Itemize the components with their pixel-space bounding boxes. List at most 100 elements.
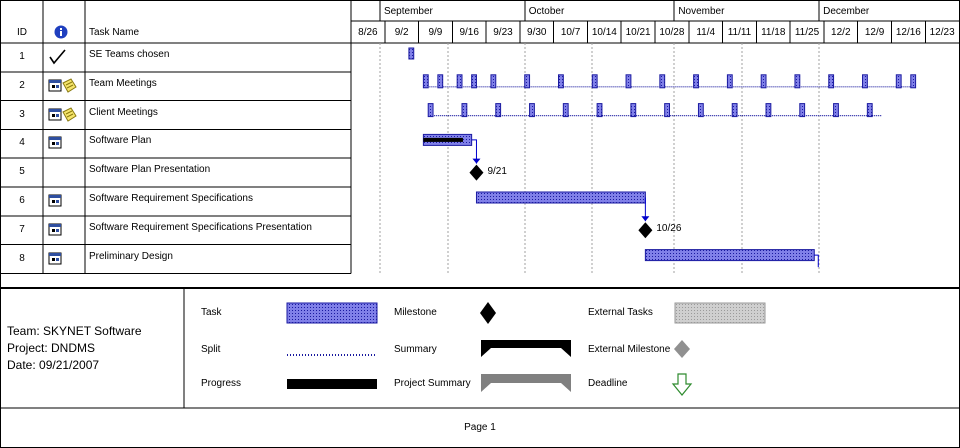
occurrence-bar bbox=[625, 74, 632, 89]
task-id: 7 bbox=[19, 223, 25, 235]
milestone-diamond bbox=[638, 222, 653, 239]
occurrence-bar bbox=[866, 103, 873, 118]
recurring-task-note-icon bbox=[48, 106, 78, 124]
calendar-icon bbox=[48, 250, 78, 268]
week-label: 11/4 bbox=[696, 27, 716, 38]
month-label: December bbox=[823, 6, 870, 17]
occurrence-bar bbox=[731, 103, 738, 118]
page-number: Page 1 bbox=[464, 422, 496, 433]
occurrence-bar bbox=[760, 74, 767, 89]
occurrence-bar bbox=[659, 74, 666, 89]
task-bar bbox=[408, 47, 415, 60]
task-name[interactable]: Software Plan Presentation bbox=[89, 164, 211, 176]
task-id: 4 bbox=[19, 137, 25, 149]
legend-deadline-label: Deadline bbox=[588, 378, 628, 389]
task-id: 8 bbox=[19, 252, 25, 264]
legend-milestone-swatch bbox=[480, 302, 496, 324]
occurrence-bar bbox=[461, 103, 468, 118]
week-label: 10/28 bbox=[659, 27, 685, 38]
legend-external-milestone-swatch bbox=[674, 340, 690, 358]
occurrence-bar bbox=[910, 74, 917, 89]
month-label: November bbox=[678, 6, 725, 17]
legend-external-tasks-label: External Tasks bbox=[588, 307, 653, 318]
week-label: 12/23 bbox=[929, 27, 955, 38]
task-bar bbox=[644, 249, 815, 262]
legend-task-label: Task bbox=[201, 307, 222, 318]
legend-deadline-swatch bbox=[671, 373, 693, 396]
week-label: 11/11 bbox=[727, 27, 752, 38]
team-label: Team: SKYNET Software bbox=[7, 324, 142, 338]
recurring-task-note-icon bbox=[48, 77, 78, 95]
id-column-header: ID bbox=[17, 27, 27, 38]
legend-task-swatch bbox=[286, 302, 378, 324]
progress-bar bbox=[423, 137, 463, 142]
week-label: 12/2 bbox=[831, 27, 851, 38]
task-name[interactable]: Preliminary Design bbox=[89, 250, 173, 262]
occurrence-bar bbox=[596, 103, 603, 118]
task-name[interactable]: Software Requirement Specifications Pres… bbox=[89, 221, 312, 233]
occurrence-bar bbox=[697, 103, 704, 118]
week-label: 9/23 bbox=[493, 27, 513, 38]
week-label: 11/18 bbox=[761, 27, 786, 38]
legend-project-summary-swatch bbox=[481, 374, 571, 392]
occurrence-bar bbox=[630, 103, 637, 118]
dependency-link bbox=[471, 139, 477, 164]
dependency-arrowhead bbox=[472, 158, 481, 164]
dependency-arrowhead bbox=[641, 216, 650, 222]
occurrence-bar bbox=[495, 103, 502, 118]
week-label: 9/16 bbox=[459, 27, 479, 38]
occurrence-bar bbox=[422, 74, 429, 89]
task-id: 6 bbox=[19, 195, 25, 206]
month-label: September bbox=[383, 6, 433, 17]
milestone-diamond bbox=[469, 164, 484, 181]
week-label: 10/7 bbox=[560, 27, 581, 38]
occurrence-bar bbox=[833, 103, 839, 118]
occurrence-bar bbox=[471, 74, 477, 89]
checkmark-icon bbox=[48, 48, 78, 66]
occurrence-bar bbox=[558, 74, 564, 89]
occurrence-bar bbox=[456, 74, 463, 89]
month-label: October bbox=[528, 6, 565, 17]
calendar-icon bbox=[48, 134, 78, 152]
milestone-date-label: 9/21 bbox=[487, 165, 507, 177]
legend-progress-label: Progress bbox=[201, 378, 242, 389]
date-label: Date: 09/21/2007 bbox=[7, 358, 100, 372]
week-label: 10/14 bbox=[591, 27, 617, 38]
task-id: 1 bbox=[19, 51, 25, 62]
legend-summary-swatch bbox=[481, 340, 571, 357]
week-label: 9/30 bbox=[527, 27, 547, 38]
occurrence-bar bbox=[895, 74, 902, 89]
calendar-icon bbox=[48, 192, 78, 210]
task-name[interactable]: SE Teams chosen bbox=[89, 49, 170, 60]
legend-external-milestone-label: External Milestone bbox=[588, 344, 671, 355]
occurrence-bar bbox=[529, 103, 535, 118]
occurrence-bar bbox=[726, 74, 733, 89]
task-name[interactable]: Software Requirement Specifications bbox=[89, 193, 253, 204]
occurrence-bar bbox=[437, 74, 444, 89]
info-icon bbox=[54, 25, 68, 39]
occurrence-bar bbox=[591, 74, 598, 89]
legend-external-tasks-swatch bbox=[674, 302, 766, 324]
occurrence-bar bbox=[799, 103, 806, 118]
milestone-date-label: 10/26 bbox=[656, 223, 682, 235]
legend-summary-label: Summary bbox=[394, 344, 437, 355]
legend-milestone-label: Milestone bbox=[394, 307, 437, 318]
week-label: 8/26 bbox=[358, 27, 378, 38]
occurrence-bar bbox=[427, 103, 434, 118]
task-id: 3 bbox=[19, 108, 25, 120]
dependency-link bbox=[814, 254, 819, 268]
task-name[interactable]: Software Plan bbox=[89, 135, 152, 147]
week-label: 9/2 bbox=[394, 27, 409, 38]
task-name[interactable]: Client Meetings bbox=[89, 106, 158, 118]
occurrence-bar bbox=[693, 74, 699, 89]
occurrence-bar bbox=[765, 103, 772, 118]
task-name[interactable]: Team Meetings bbox=[89, 77, 157, 89]
task-name-column-header: Task Name bbox=[89, 27, 140, 38]
occurrence-bar bbox=[794, 74, 801, 89]
legend-progress-swatch bbox=[287, 379, 377, 389]
occurrence-bar bbox=[862, 74, 868, 89]
occurrence-bar bbox=[490, 74, 497, 89]
week-label: 11/25 bbox=[794, 27, 820, 38]
